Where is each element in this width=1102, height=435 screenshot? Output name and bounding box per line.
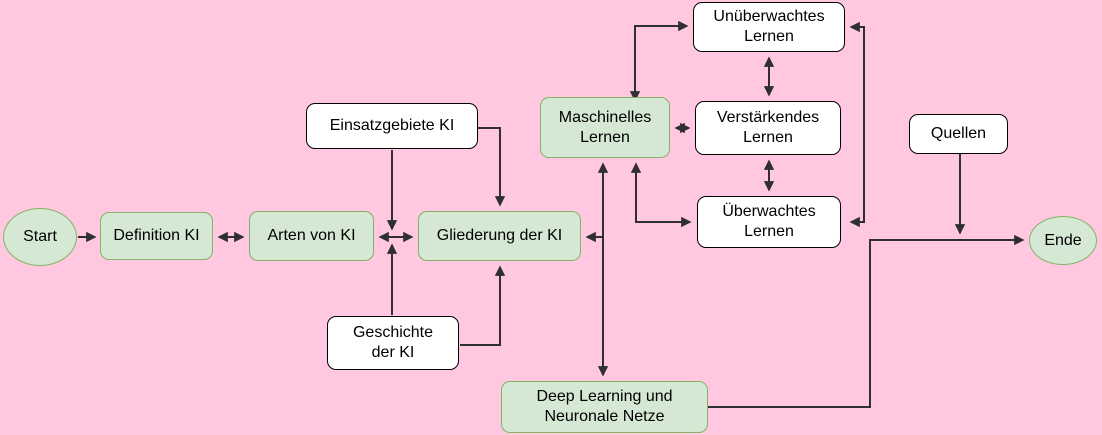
- node-start: Start: [3, 208, 77, 266]
- node-label: Gliederung der KI: [436, 227, 563, 244]
- edge-unueberwachtes-ueberwachtes: [849, 21, 865, 228]
- node-label: Unüberwachtes: [713, 8, 825, 25]
- node-maschinelles-lernen: Maschinelles Lernen: [540, 97, 670, 158]
- edge-deeplearning-ende: [708, 234, 1025, 408]
- node-label: Maschinelles: [558, 108, 652, 126]
- node-ueberwachtes-lernen: Überwachtes Lernen: [697, 196, 841, 248]
- node-einsatzgebiete-ki: Einsatzgebiete KI: [306, 103, 478, 149]
- node-quellen: Quellen: [909, 114, 1008, 154]
- edge-maschinelles-ueberwachtes: [630, 162, 692, 228]
- node-arten-von-ki: Arten von KI: [249, 211, 374, 261]
- node-gliederung-der-ki: Gliederung der KI: [418, 211, 581, 261]
- node-label: Überwachtes: [722, 203, 816, 220]
- node-label: Lernen: [744, 28, 794, 45]
- node-label: Neuronale Netze: [544, 408, 665, 425]
- node-unueberwachtes-lernen: Unüberwachtes Lernen: [693, 2, 845, 52]
- edge-maschinelles-unueberwachtes: [629, 20, 689, 102]
- node-label: Deep Learning und: [536, 388, 673, 405]
- node-verstaerkendes-lernen: Verstärkendes Lernen: [695, 101, 841, 155]
- node-label: Quellen: [930, 125, 987, 142]
- node-label: Geschichte: [352, 324, 434, 341]
- node-label: der KI: [371, 344, 415, 361]
- node-definition-ki: Definition KI: [100, 212, 213, 260]
- node-label: Lernen: [744, 223, 794, 240]
- node-label: Definition KI: [113, 227, 200, 244]
- node-label: Start: [23, 228, 57, 245]
- node-label: Verstärkendes: [716, 109, 820, 126]
- edge-einsatzgebiete-gliederung: [478, 127, 506, 207]
- node-label: Lernen: [580, 128, 630, 146]
- node-deep-learning-neuronale-netze: Deep Learning und Neuronale Netze: [501, 381, 708, 433]
- node-geschichte-der-ki: Geschichte der KI: [327, 316, 459, 370]
- node-ende: Ende: [1029, 216, 1097, 265]
- edge-geschichte-gliederung: [460, 265, 506, 346]
- node-label: Arten von KI: [267, 227, 356, 244]
- node-label: Lernen: [743, 129, 793, 146]
- node-label: Ende: [1044, 231, 1082, 249]
- node-label: Einsatzgebiete KI: [329, 117, 455, 134]
